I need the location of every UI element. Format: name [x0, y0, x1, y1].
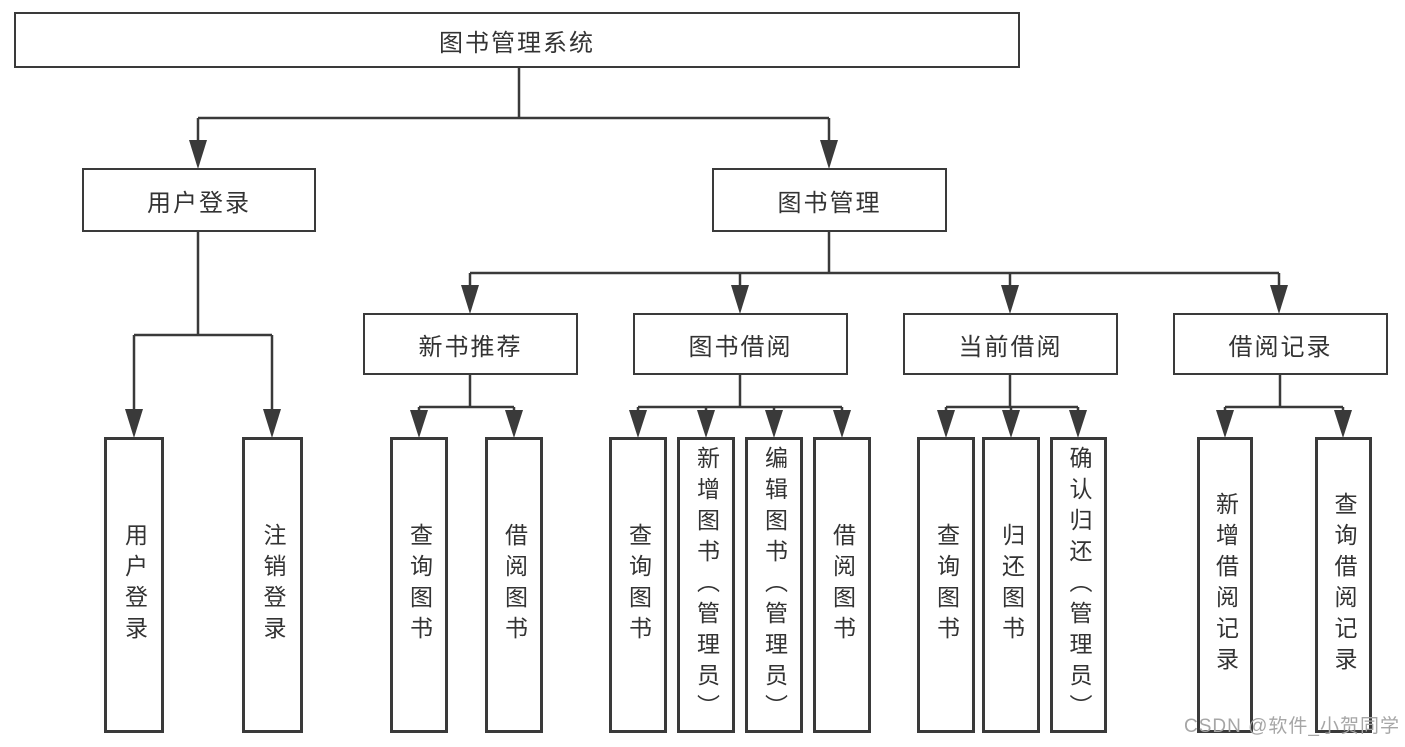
leaf-confirm-return-admin: 确认归还（管理员） [1050, 437, 1107, 733]
leaf-label: 新增图书（管理员） [693, 445, 720, 725]
node-new-book-recommend: 新书推荐 [363, 313, 578, 375]
watermark: CSDN @软件_小贺同学 [1184, 716, 1400, 737]
node-book-management: 图书管理 [712, 168, 947, 232]
leaf-user-login: 用户登录 [104, 437, 164, 733]
leaf-query-books-recommend: 查询图书 [390, 437, 448, 733]
leaf-query-books-borrow: 查询图书 [609, 437, 667, 733]
node-borrowing-records: 借阅记录 [1173, 313, 1388, 375]
node-book-borrowing: 图书借阅 [633, 313, 848, 375]
leaf-query-borrow-record: 查询借阅记录 [1315, 437, 1372, 733]
node-root-system: 图书管理系统 [14, 12, 1020, 68]
leaf-label: 查询图书 [406, 523, 433, 647]
leaf-label: 归还图书 [998, 523, 1025, 647]
leaf-logout-label: 注销登录 [260, 523, 286, 647]
leaf-label: 新增借阅记录 [1212, 492, 1239, 678]
node-user-login: 用户登录 [82, 168, 316, 232]
leaf-label: 确认归还（管理员） [1066, 445, 1092, 725]
leaf-label: 查询借阅记录 [1331, 492, 1357, 678]
leaf-edit-book-admin: 编辑图书（管理员） [745, 437, 803, 733]
leaf-logout: 注销登录 [242, 437, 303, 733]
node-current-borrowing: 当前借阅 [903, 313, 1118, 375]
leaf-label: 查询图书 [933, 523, 960, 647]
leaf-user-login-label: 用户登录 [121, 523, 148, 647]
leaf-add-book-admin: 新增图书（管理员） [677, 437, 735, 733]
leaf-borrow-books-recommend: 借阅图书 [485, 437, 543, 733]
leaf-label: 借阅图书 [829, 523, 856, 647]
leaf-query-books-current: 查询图书 [917, 437, 975, 733]
leaf-add-borrow-record: 新增借阅记录 [1197, 437, 1253, 733]
leaf-label: 编辑图书（管理员） [761, 445, 788, 725]
leaf-borrow-book: 借阅图书 [813, 437, 871, 733]
leaf-label: 借阅图书 [501, 523, 528, 647]
leaf-return-book: 归还图书 [982, 437, 1040, 733]
leaf-label: 查询图书 [625, 523, 652, 647]
